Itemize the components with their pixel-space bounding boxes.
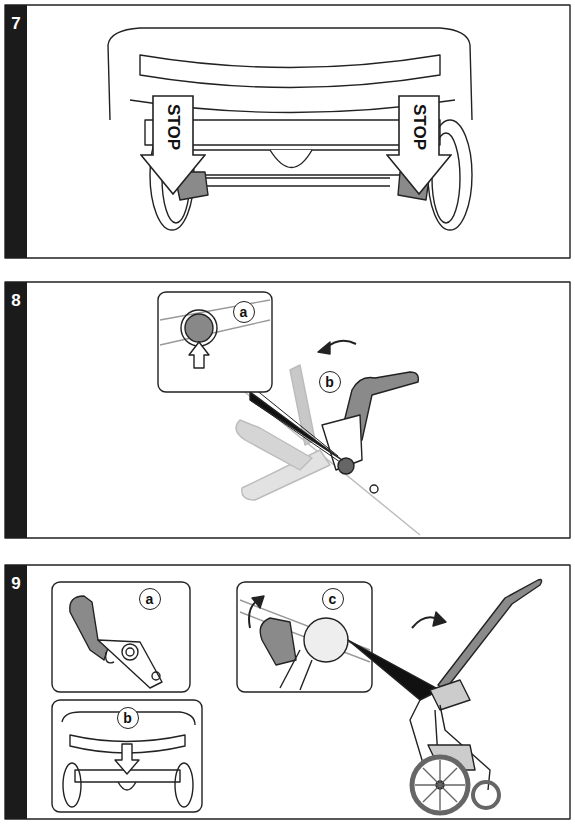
callout-letter: a (233, 301, 255, 323)
panel-frame (5, 5, 570, 258)
callout-letter-text: b (123, 710, 132, 726)
step-number: 8 (11, 291, 20, 310)
callout-letter-text: a (240, 304, 248, 320)
stop-text: STOP (163, 104, 183, 150)
callout-letter: b (319, 371, 341, 393)
step-number-band: 9 (5, 565, 27, 819)
step-number: 7 (11, 14, 20, 33)
stop-arrow: STOP (140, 95, 206, 195)
inset-folded-handle (52, 582, 190, 692)
callout-letter-text: a (146, 591, 154, 607)
handlebar-fold (158, 292, 420, 535)
inset-latch (237, 582, 440, 700)
panel-frame (5, 282, 570, 538)
step-number-band: 8 (5, 282, 27, 538)
callout-letter-text: b (325, 374, 334, 390)
stroller-front (108, 28, 472, 230)
stroller-side (410, 580, 542, 813)
stop-arrow: STOP (386, 95, 452, 195)
step-number-band: 7 (5, 5, 27, 258)
stop-text: STOP (409, 104, 429, 150)
step-number: 9 (11, 574, 20, 593)
callout-letter-text: c (329, 591, 337, 607)
callout-letter: c (322, 588, 344, 610)
callout-letter: b (117, 707, 139, 729)
panel-frame (5, 565, 570, 819)
inset-front-view (52, 700, 202, 812)
callout-letter: a (139, 588, 161, 610)
